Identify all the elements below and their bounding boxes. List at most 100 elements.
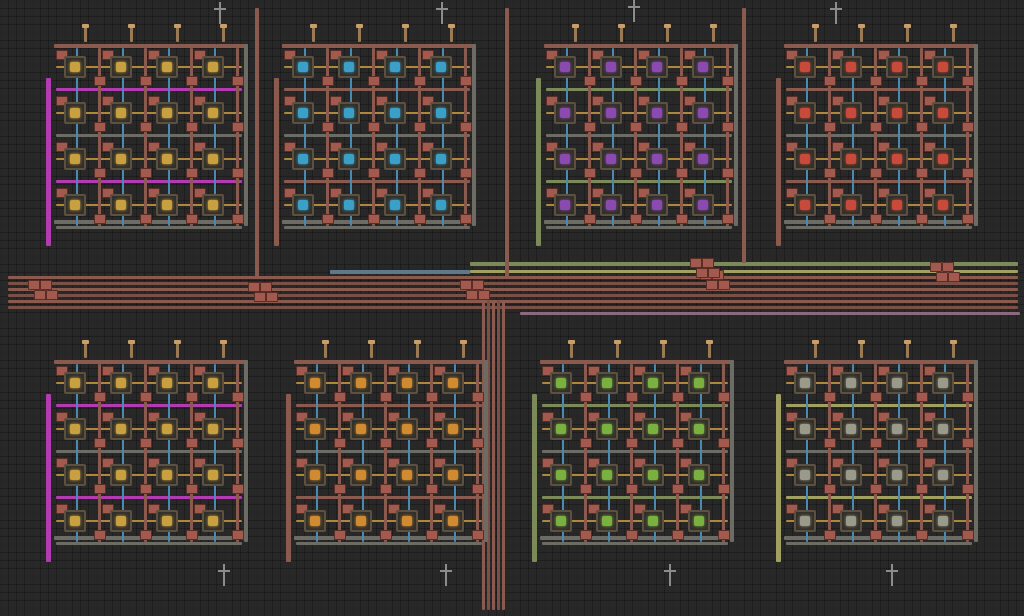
assembler-machine[interactable] (886, 464, 908, 486)
assembler-machine[interactable] (840, 372, 862, 394)
assembler-machine[interactable] (932, 418, 954, 440)
assembler-machine[interactable] (384, 56, 406, 78)
assembler-machine[interactable] (396, 510, 418, 532)
assembler-machine[interactable] (110, 418, 132, 440)
assembler-machine[interactable] (64, 56, 86, 78)
assembler-machine[interactable] (646, 148, 668, 170)
assembler-machine[interactable] (600, 102, 622, 124)
assembler-machine[interactable] (932, 372, 954, 394)
assembler-machine[interactable] (794, 510, 816, 532)
assembler-machine[interactable] (64, 194, 86, 216)
assembler-machine[interactable] (554, 102, 576, 124)
assembler-machine[interactable] (202, 418, 224, 440)
assembler-machine[interactable] (304, 372, 326, 394)
assembler-machine[interactable] (430, 102, 452, 124)
assembler-machine[interactable] (384, 148, 406, 170)
assembler-machine[interactable] (886, 418, 908, 440)
assembler-machine[interactable] (692, 148, 714, 170)
assembler-machine[interactable] (64, 102, 86, 124)
assembler-machine[interactable] (338, 148, 360, 170)
assembler-machine[interactable] (688, 510, 710, 532)
assembler-machine[interactable] (932, 102, 954, 124)
assembler-machine[interactable] (442, 372, 464, 394)
assembler-machine[interactable] (430, 194, 452, 216)
assembler-machine[interactable] (110, 194, 132, 216)
assembler-machine[interactable] (110, 372, 132, 394)
assembler-machine[interactable] (442, 418, 464, 440)
assembler-machine[interactable] (304, 464, 326, 486)
assembler-machine[interactable] (350, 510, 372, 532)
assembler-machine[interactable] (688, 372, 710, 394)
assembler-machine[interactable] (430, 148, 452, 170)
assembler-machine[interactable] (794, 102, 816, 124)
assembler-machine[interactable] (886, 510, 908, 532)
assembler-machine[interactable] (932, 148, 954, 170)
assembler-machine[interactable] (840, 56, 862, 78)
assembler-machine[interactable] (202, 372, 224, 394)
assembler-machine[interactable] (338, 194, 360, 216)
assembler-machine[interactable] (202, 102, 224, 124)
assembler-machine[interactable] (554, 194, 576, 216)
assembler-machine[interactable] (886, 56, 908, 78)
assembler-machine[interactable] (64, 464, 86, 486)
assembler-machine[interactable] (840, 418, 862, 440)
assembler-machine[interactable] (642, 510, 664, 532)
assembler-machine[interactable] (794, 418, 816, 440)
assembler-machine[interactable] (384, 194, 406, 216)
assembler-machine[interactable] (840, 464, 862, 486)
assembler-machine[interactable] (886, 194, 908, 216)
assembler-machine[interactable] (202, 56, 224, 78)
assembler-machine[interactable] (110, 148, 132, 170)
assembler-machine[interactable] (794, 56, 816, 78)
assembler-machine[interactable] (292, 194, 314, 216)
assembler-machine[interactable] (338, 56, 360, 78)
assembler-machine[interactable] (794, 372, 816, 394)
assembler-machine[interactable] (794, 464, 816, 486)
assembler-machine[interactable] (840, 510, 862, 532)
assembler-machine[interactable] (64, 372, 86, 394)
assembler-machine[interactable] (596, 372, 618, 394)
assembler-machine[interactable] (794, 148, 816, 170)
assembler-machine[interactable] (156, 56, 178, 78)
assembler-machine[interactable] (600, 194, 622, 216)
assembler-machine[interactable] (64, 510, 86, 532)
assembler-machine[interactable] (550, 464, 572, 486)
assembler-machine[interactable] (110, 56, 132, 78)
assembler-machine[interactable] (292, 56, 314, 78)
assembler-machine[interactable] (156, 418, 178, 440)
assembler-machine[interactable] (156, 148, 178, 170)
assembler-machine[interactable] (202, 510, 224, 532)
assembler-machine[interactable] (646, 102, 668, 124)
assembler-machine[interactable] (338, 102, 360, 124)
assembler-machine[interactable] (596, 418, 618, 440)
assembler-machine[interactable] (396, 372, 418, 394)
assembler-machine[interactable] (350, 372, 372, 394)
assembler-machine[interactable] (156, 464, 178, 486)
assembler-machine[interactable] (646, 56, 668, 78)
assembler-machine[interactable] (840, 148, 862, 170)
assembler-machine[interactable] (688, 418, 710, 440)
assembler-machine[interactable] (886, 148, 908, 170)
assembler-machine[interactable] (442, 464, 464, 486)
assembler-machine[interactable] (64, 148, 86, 170)
assembler-machine[interactable] (554, 56, 576, 78)
assembler-machine[interactable] (550, 372, 572, 394)
assembler-machine[interactable] (64, 418, 86, 440)
assembler-machine[interactable] (932, 194, 954, 216)
assembler-machine[interactable] (442, 510, 464, 532)
assembler-machine[interactable] (642, 418, 664, 440)
assembler-machine[interactable] (350, 464, 372, 486)
assembler-machine[interactable] (692, 102, 714, 124)
assembler-machine[interactable] (840, 194, 862, 216)
assembler-machine[interactable] (202, 148, 224, 170)
assembler-machine[interactable] (110, 102, 132, 124)
assembler-machine[interactable] (886, 372, 908, 394)
assembler-machine[interactable] (932, 56, 954, 78)
assembler-machine[interactable] (156, 102, 178, 124)
assembler-machine[interactable] (110, 510, 132, 532)
assembler-machine[interactable] (304, 510, 326, 532)
assembler-machine[interactable] (292, 148, 314, 170)
assembler-machine[interactable] (292, 102, 314, 124)
assembler-machine[interactable] (554, 148, 576, 170)
